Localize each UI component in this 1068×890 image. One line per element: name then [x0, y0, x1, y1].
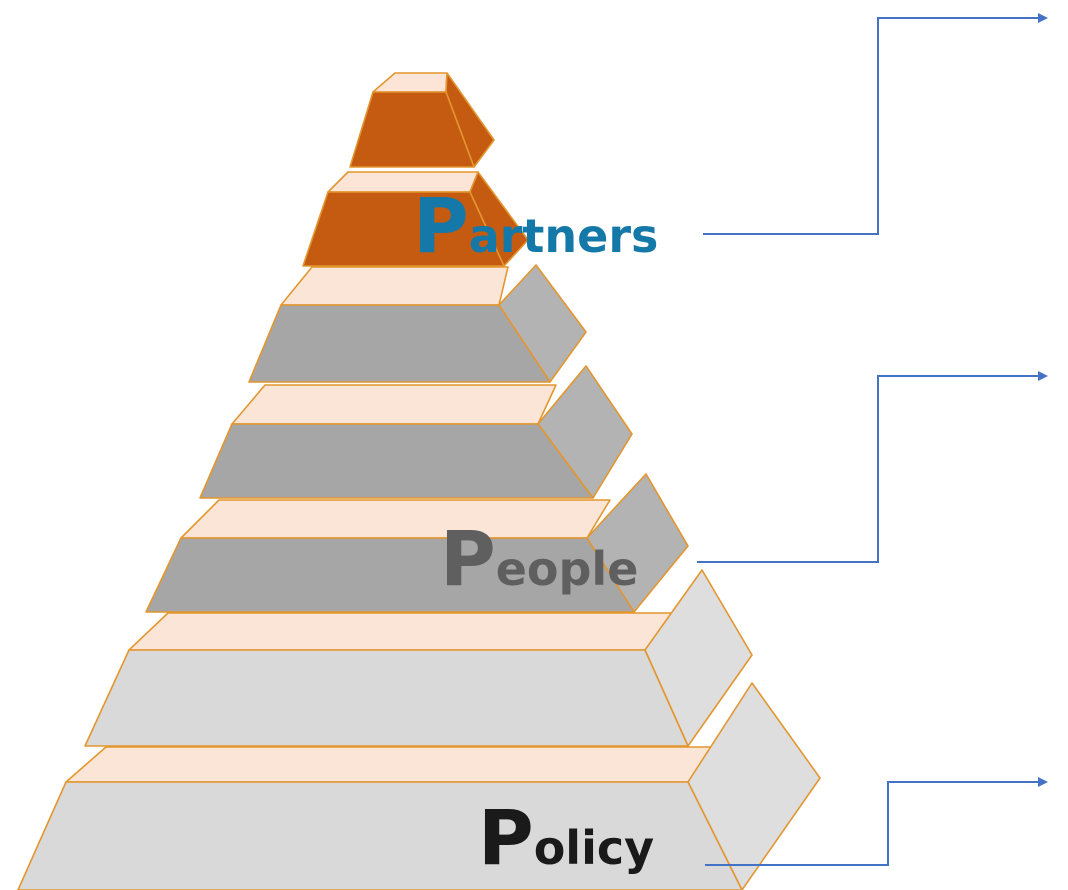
label-policy-rest: olicy: [533, 821, 655, 875]
tier-2: [302, 171, 529, 267]
label-people-initial: P: [440, 514, 496, 603]
tier-4: [199, 365, 633, 499]
tier-7: [17, 682, 821, 890]
connector-policy: [705, 777, 1048, 866]
connector-people: [697, 371, 1048, 563]
tier-5: [145, 473, 689, 613]
connector-partners: [703, 13, 1048, 235]
tier-1: [349, 72, 495, 168]
label-policy: Policy: [478, 800, 654, 876]
label-partners: Partners: [413, 188, 658, 264]
label-partners-initial: P: [413, 181, 469, 270]
label-partners-rest: artners: [468, 209, 659, 263]
label-people: People: [440, 521, 638, 597]
label-policy-initial: P: [478, 793, 534, 882]
label-people-rest: eople: [495, 542, 639, 596]
tier-6: [84, 569, 753, 747]
tier-3: [248, 264, 587, 383]
